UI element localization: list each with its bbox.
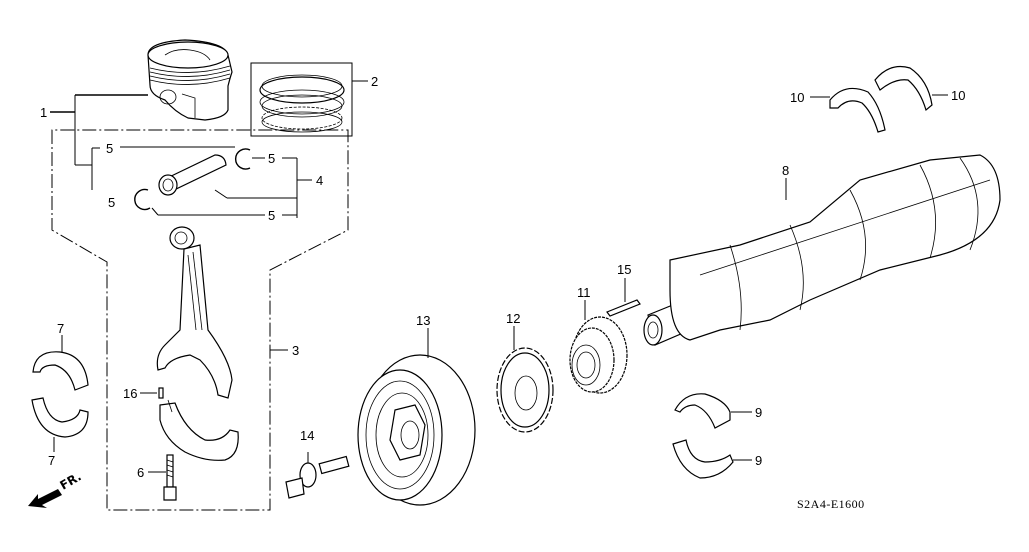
- callout-5d[interactable]: 5: [268, 208, 275, 223]
- callout-14[interactable]: 14: [300, 428, 314, 443]
- connecting-rod-cap[interactable]: [159, 399, 239, 461]
- callout-1[interactable]: 1: [40, 105, 47, 120]
- callout-13[interactable]: 13: [416, 313, 430, 328]
- conrod-bearing-lower[interactable]: [31, 397, 89, 438]
- piston-rings[interactable]: [259, 74, 345, 133]
- diagram-code: S2A4-E1600: [797, 497, 865, 511]
- crankshaft-sprocket[interactable]: [569, 316, 628, 394]
- main-bearing-upper[interactable]: [674, 393, 731, 429]
- piston-pin-clip-lower[interactable]: [134, 188, 151, 211]
- callout-12[interactable]: 12: [506, 311, 520, 326]
- leader-lines: [50, 80, 368, 218]
- callout-3[interactable]: 3: [292, 343, 299, 358]
- callout-10b[interactable]: 10: [951, 88, 965, 103]
- callout-16[interactable]: 16: [123, 386, 137, 401]
- callout-8[interactable]: 8: [782, 163, 789, 178]
- woodruff-key[interactable]: [606, 299, 641, 317]
- conrod-bearing-upper[interactable]: [32, 351, 89, 391]
- thrust-washer-right[interactable]: [874, 65, 933, 112]
- crankshaft[interactable]: [643, 154, 1001, 346]
- callout-9b[interactable]: 9: [755, 453, 762, 468]
- conrod-set-boundary: [51, 129, 349, 511]
- main-bearing-lower[interactable]: [672, 439, 734, 479]
- piston-pin[interactable]: [158, 154, 227, 196]
- thrust-washer-left[interactable]: [829, 87, 886, 133]
- callout-5a[interactable]: 5: [106, 141, 113, 156]
- front-label: FR.: [58, 469, 84, 492]
- callout-5c[interactable]: 5: [108, 195, 115, 210]
- pulley-bolt[interactable]: [285, 455, 350, 499]
- crankshaft-pulley[interactable]: [357, 354, 476, 506]
- dowel-pin[interactable]: [158, 387, 164, 399]
- callout-7a[interactable]: 7: [57, 321, 64, 336]
- callout-6[interactable]: 6: [137, 465, 144, 480]
- callout-7b[interactable]: 7: [48, 453, 55, 468]
- pulse-plate[interactable]: [496, 347, 554, 433]
- callout-9a[interactable]: 9: [755, 405, 762, 420]
- piston-ring-box: [250, 62, 353, 137]
- connecting-rod-bolt[interactable]: [163, 454, 177, 501]
- piston-pin-clip-upper[interactable]: [234, 148, 251, 170]
- front-arrow-icon: FR.: [28, 469, 84, 508]
- callout-4[interactable]: 4: [316, 173, 323, 188]
- piston[interactable]: [147, 39, 233, 121]
- callout-15[interactable]: 15: [617, 262, 631, 277]
- callout-5b[interactable]: 5: [268, 151, 275, 166]
- connecting-rod[interactable]: [156, 226, 233, 399]
- callout-11[interactable]: 11: [577, 285, 591, 300]
- callout-10a[interactable]: 10: [790, 90, 804, 105]
- callout-labels: 1 2 3 4 5 5 5 5 6 7 7 8 9 9 10 10 11 12 …: [40, 74, 965, 480]
- callout-2[interactable]: 2: [371, 74, 378, 89]
